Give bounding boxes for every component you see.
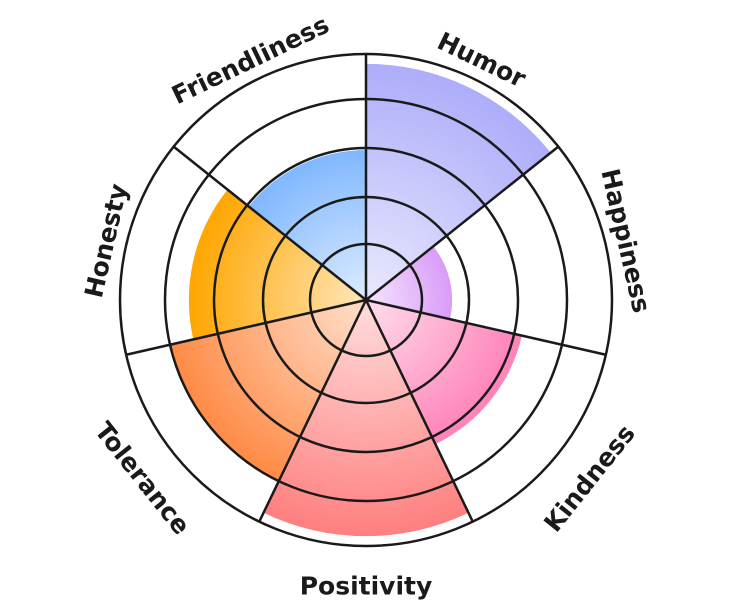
wedge-humor bbox=[366, 63, 551, 301]
label-tolerance: Tolerance bbox=[89, 416, 196, 540]
wedge-happiness bbox=[366, 246, 453, 320]
wedges bbox=[169, 63, 551, 537]
grid bbox=[118, 52, 614, 548]
grid-ring bbox=[212, 146, 520, 454]
spoke-line bbox=[172, 145, 367, 301]
grid-ring bbox=[308, 242, 424, 358]
grid-ring bbox=[163, 97, 569, 503]
label-positivity: Positivity bbox=[300, 571, 433, 600]
wedge-friendliness bbox=[248, 149, 366, 300]
grid-ring bbox=[118, 52, 614, 548]
label-honesty: Honesty bbox=[79, 181, 133, 301]
spoke-line bbox=[365, 298, 607, 356]
spoke-line bbox=[258, 299, 368, 523]
spoke-line bbox=[365, 145, 560, 301]
spoke-line bbox=[125, 298, 367, 356]
wedge-positivity bbox=[263, 300, 469, 537]
label-kindness: Kindness bbox=[538, 419, 641, 537]
spoke-line bbox=[364, 299, 474, 523]
wedge-kindness bbox=[366, 300, 522, 445]
grid-ring bbox=[261, 195, 471, 405]
